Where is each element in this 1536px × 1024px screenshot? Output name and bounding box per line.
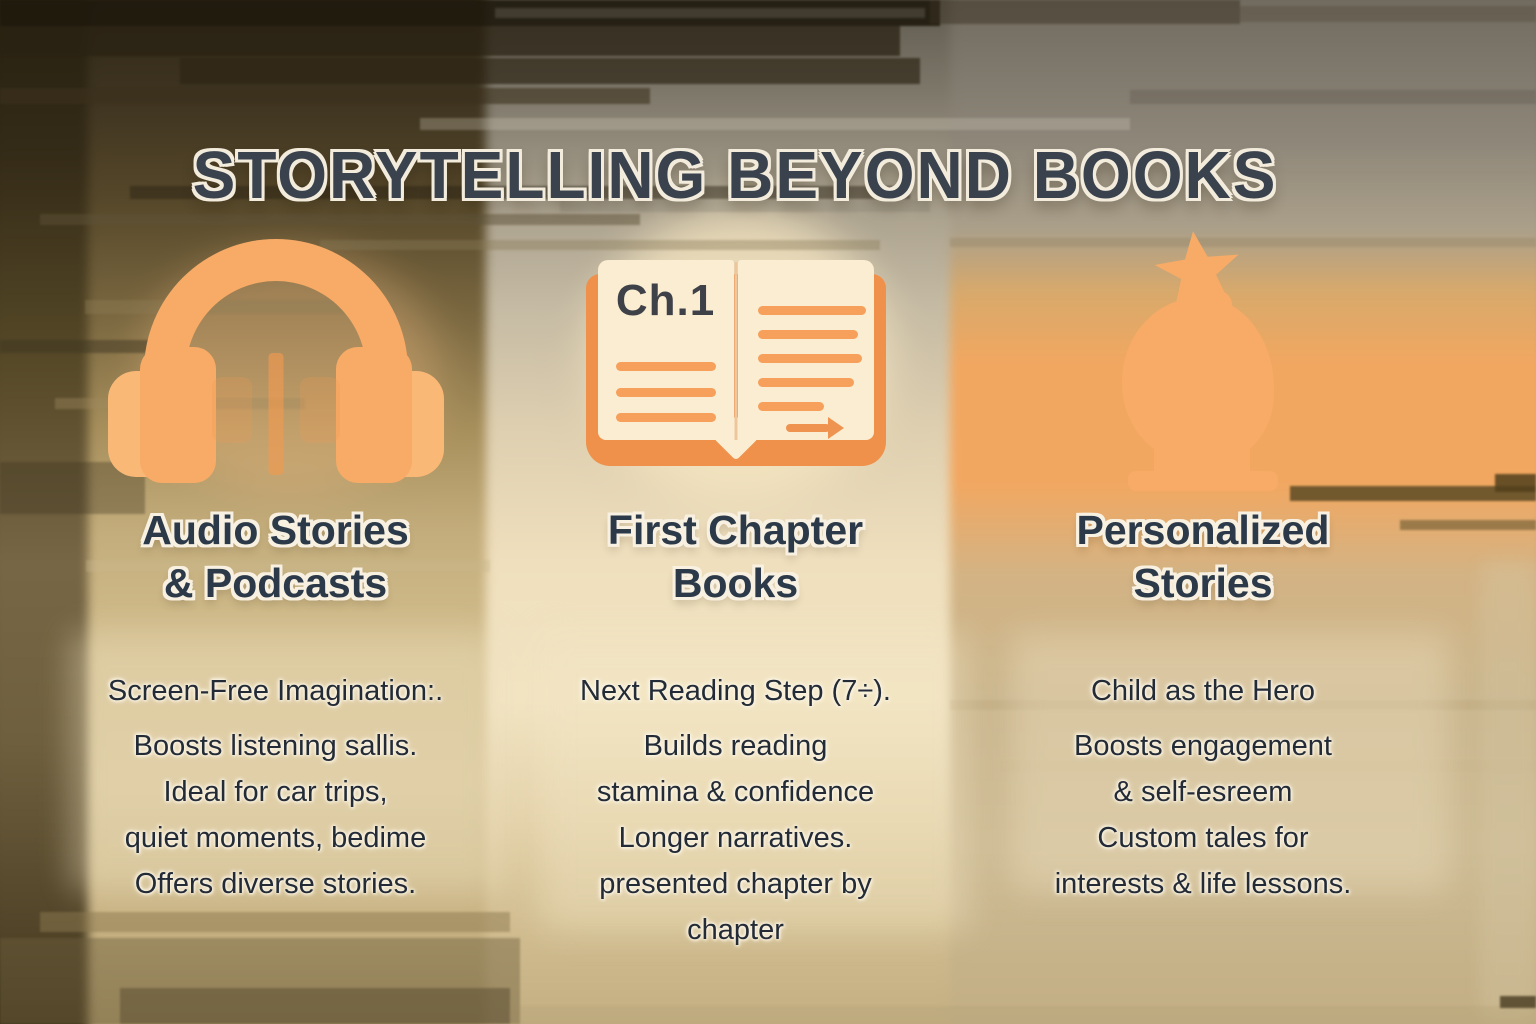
glitch-streak [0,0,940,26]
headphones-cup-left [139,346,216,483]
body-line: stamina & confidence [596,776,875,809]
body-line: interests & life lessons. [1054,868,1352,901]
glitch-streak [1010,632,1450,892]
glitch-streak [950,700,1536,710]
body-line: chapter [687,914,784,947]
background-band-center [486,0,952,1024]
body-line: Ideal for car trips, [163,776,388,809]
body-line: Longer narratives. [618,822,853,855]
body-line: Screen-Free Imagination:. [107,675,444,708]
child-icon-area [1088,228,1318,496]
body-line: Offers diverse stories. [134,868,417,901]
open-book-icon: Ch.1 [585,254,886,470]
glitch-streak [520,1006,1536,1024]
book-text-line [757,402,824,411]
body-line: Builds reading [643,730,828,763]
glitch-streak [40,912,510,932]
book-text-line [615,413,716,422]
book-page-left [597,260,734,440]
glitch-streak [495,8,925,18]
page-title: STORYTELLING BEYOND BOOKS [192,137,1278,213]
book-text-line [757,354,862,363]
glitch-streak [540,632,970,932]
column-first-chapter-books: Ch.1 First Chapter Books [503,228,968,953]
glitch-streak [1400,520,1536,530]
headphones-icon [107,235,444,490]
body-line: Boosts listening sallis. [133,730,418,763]
body-line: Child as the Hero [1090,675,1316,708]
column-body: Screen-Free Imagination:. Boosts listeni… [108,668,443,907]
glitch-streak [130,186,910,199]
glitch-streak [930,0,1240,24]
heading-line: Books [672,560,799,606]
glitch-streak [420,118,1130,130]
book-arrow-icon [785,417,844,439]
background-band-right [950,0,1536,1024]
headphones-watermark-right [299,376,340,443]
headphones-watermark-left [211,376,252,443]
book-text-line [615,362,716,371]
body-line: Custom tales for [1097,822,1309,855]
glitch-streak [86,560,490,572]
glitch-streak [0,340,185,353]
glitch-streak [1000,760,1536,772]
column-heading: Audio Stories & Podcasts [142,504,409,610]
book-text-line [615,388,716,397]
column-body: Next Reading Step (7÷). Builds reading s… [580,668,891,953]
book-icon-area: Ch.1 [585,228,886,496]
column-audio-stories: Audio Stories & Podcasts Screen-Free Ima… [48,228,503,953]
book-spine-line [734,262,737,440]
glitch-streak [950,238,1536,247]
child-hero-star-icon [1088,231,1318,493]
body-line: & self-esreem [1113,776,1293,809]
glitch-streak [1240,6,1536,22]
body-line: Boosts engagement [1074,730,1332,763]
glitch-streak [0,26,900,56]
glitch-streak [1495,474,1536,492]
glitch-streak [0,88,650,104]
columns-row: Audio Stories & Podcasts Screen-Free Ima… [48,228,1488,953]
heading-line: Stories [1133,560,1273,606]
body-line: quiet moments, bedime [124,822,427,855]
background-band-left [0,0,90,1024]
body-line: Next Reading Step (7÷). [580,675,891,708]
glitch-streak [1130,90,1536,104]
headphones-cup-right [335,346,412,483]
headphones-center-bar [268,352,283,475]
column-heading: Personalized Stories [1077,504,1330,610]
book-text-line [757,378,854,387]
column-body: Child as the Hero Boosts engagement & se… [1055,668,1352,907]
glitch-streak [1290,486,1536,501]
background-band-midleft [88,0,488,1024]
book-text-line [757,330,858,339]
child-base-silhouette [1128,471,1278,491]
book-page-right [737,260,874,440]
glitch-streak [1480,560,1536,1020]
glitch-streak [320,240,880,250]
heading-line: & Podcasts [163,560,388,606]
column-heading: First Chapter Books [608,504,863,610]
book-text-line [757,306,866,315]
heading-line: Personalized [1076,507,1330,553]
chapter-label: Ch.1 [615,276,716,325]
body-line: presented chapter by [599,868,872,901]
glitch-streak [70,632,500,892]
glitch-streak [950,160,1536,172]
glitch-streak [1500,996,1536,1008]
column-personalized-stories: Personalized Stories Child as the Hero B… [968,228,1438,953]
glitch-streak [560,200,930,212]
audio-icon-area [107,228,444,496]
glitch-streak [180,58,920,84]
glitch-streak [120,988,510,1024]
glitch-streak [40,214,640,225]
child-head-silhouette [1122,297,1274,465]
heading-line: Audio Stories [142,507,409,553]
heading-line: First Chapter [607,507,864,553]
